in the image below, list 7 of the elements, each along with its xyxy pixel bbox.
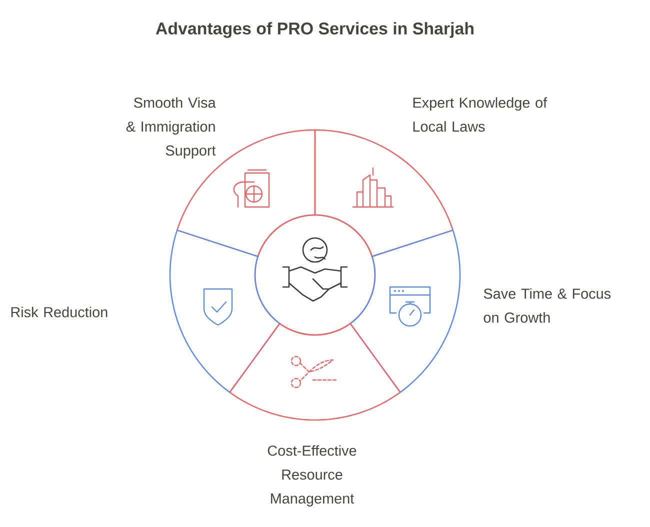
segment-label: Risk Reduction [11,306,108,318]
segment-label: Expert Knowledge of Local Laws [413,97,548,132]
segment-label: Smooth Visa & Immigration Support [126,97,216,158]
segment-label: Save Time & Focus on Growth [484,288,611,323]
center-circle [254,214,376,336]
title: Advantages of PRO Services in Sharjah [156,22,474,38]
segment-label: Cost-Effective Resource Management [268,445,356,506]
